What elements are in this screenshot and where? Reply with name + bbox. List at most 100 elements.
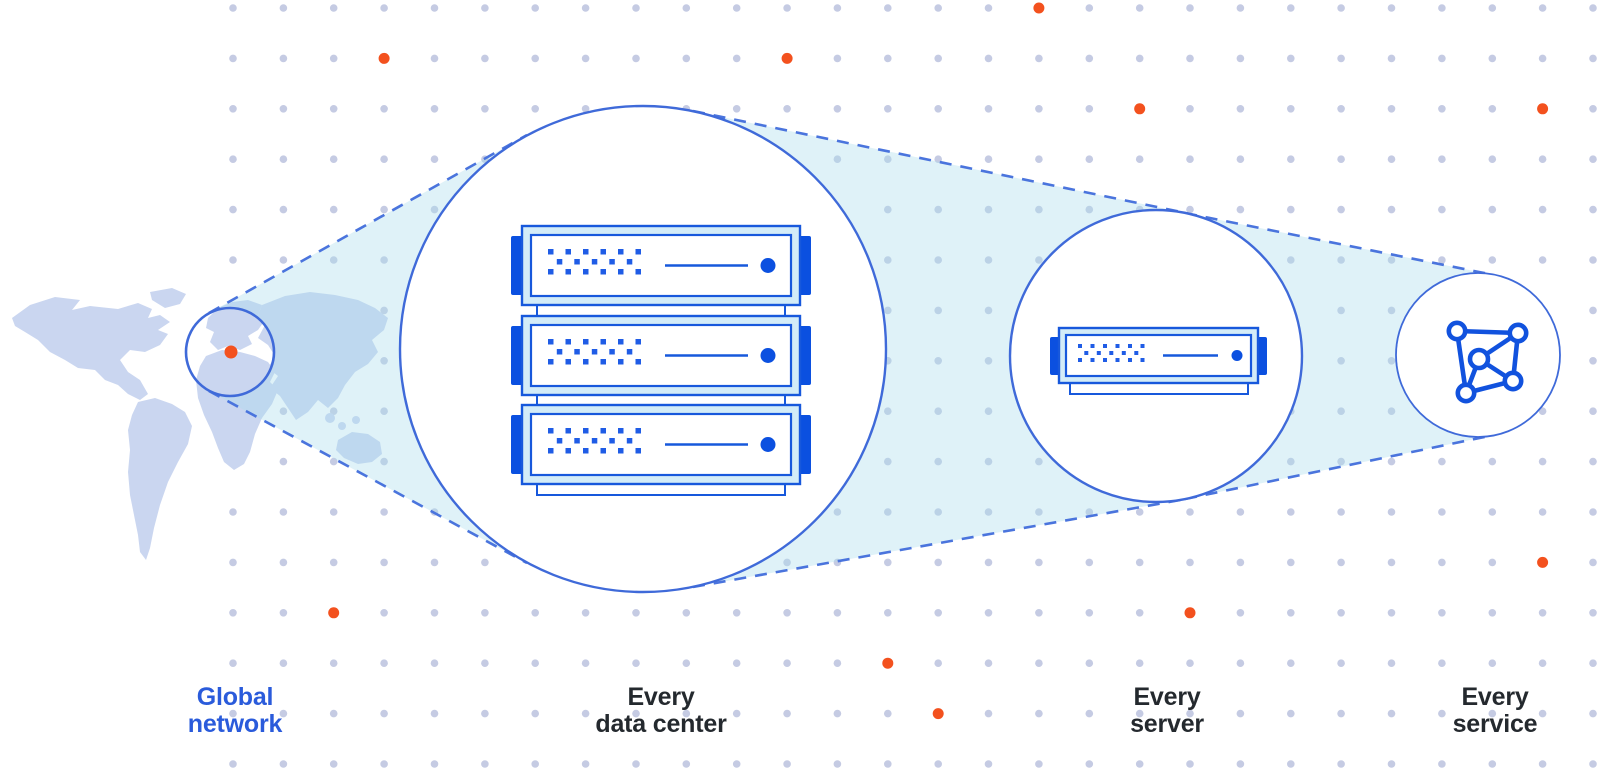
grid-dot <box>1589 407 1597 416</box>
grid-dot <box>329 54 338 63</box>
map-island <box>325 413 335 423</box>
server-side-tab <box>511 236 524 295</box>
graph-node <box>1455 382 1477 404</box>
grid-dot <box>1488 609 1497 617</box>
matrix-dot <box>618 249 624 255</box>
matrix-dot <box>600 448 606 454</box>
grid-dot <box>632 4 640 12</box>
server-tray <box>1069 382 1249 395</box>
grid-dot <box>229 659 237 667</box>
grid-dot <box>1135 155 1144 163</box>
grid-dot <box>1387 357 1396 365</box>
grid-dot <box>934 508 942 516</box>
accent-dot <box>1184 607 1196 619</box>
grid-dot <box>1387 54 1396 63</box>
grid-dot <box>1589 709 1597 718</box>
grid-dot <box>279 4 288 12</box>
grid-dot <box>833 508 842 516</box>
grid-dot <box>732 4 741 12</box>
grid-dot <box>229 256 237 264</box>
grid-dot <box>1186 4 1194 12</box>
matrix-dot <box>583 249 589 255</box>
grid-dot <box>229 760 237 768</box>
grid-dot <box>1287 709 1295 718</box>
grid-dot <box>1589 205 1597 214</box>
grid-dot <box>329 155 338 163</box>
grid-dot <box>682 609 691 617</box>
grid-dot <box>329 709 338 718</box>
matrix-dot <box>565 269 571 275</box>
grid-dot <box>1589 357 1597 365</box>
grid-dot <box>934 357 942 365</box>
matrix-dot <box>600 339 606 345</box>
grid-dot <box>984 609 993 617</box>
matrix-dot <box>600 359 606 365</box>
map-north-america <box>12 297 170 400</box>
matrix-dot <box>583 359 589 365</box>
map-island <box>338 422 346 430</box>
grid-dot <box>934 4 942 12</box>
grid-dot <box>984 659 993 667</box>
grid-dot <box>531 609 539 617</box>
grid-dot <box>1236 609 1245 617</box>
grid-dot <box>581 609 590 617</box>
grid-dot <box>984 709 993 718</box>
matrix-dot <box>600 269 606 275</box>
grid-dot <box>1085 558 1094 567</box>
accent-dot <box>378 52 390 64</box>
server-unit <box>511 403 811 486</box>
grid-dot <box>1035 659 1043 667</box>
grid-dot <box>833 709 842 718</box>
grid-dot <box>1287 54 1295 63</box>
grid-dot <box>1387 205 1396 214</box>
grid-dot <box>481 760 489 768</box>
grid-dot <box>329 508 338 516</box>
grid-dot <box>430 558 439 567</box>
grid-dot <box>1438 457 1446 466</box>
grid-dot <box>380 760 388 768</box>
matrix-dot <box>548 339 554 345</box>
grid-dot <box>1337 256 1345 264</box>
grid-dot <box>1488 4 1497 12</box>
grid-dot <box>1589 457 1597 466</box>
grid-dot <box>632 609 640 617</box>
grid-dot <box>984 155 993 163</box>
grid-dot <box>884 306 892 315</box>
grid-dot <box>984 306 993 315</box>
grid-dot <box>1387 306 1396 315</box>
grid-dot <box>1488 760 1497 768</box>
grid-dot <box>229 54 237 63</box>
grid-dot <box>1287 558 1295 567</box>
grid-dot <box>884 256 892 264</box>
grid-dot <box>380 155 388 163</box>
grid-dot <box>1135 54 1144 63</box>
server-side-tab <box>511 415 524 474</box>
grid-dot <box>1387 4 1396 12</box>
grid-dot <box>279 407 288 416</box>
grid-dot <box>380 4 388 12</box>
matrix-dot <box>618 269 624 275</box>
grid-dot <box>1035 54 1043 63</box>
grid-dot <box>1186 709 1194 718</box>
matrix-dot <box>626 349 633 355</box>
grid-dot <box>884 709 892 718</box>
matrix-dot <box>1121 351 1126 355</box>
grid-dot <box>1538 205 1547 214</box>
grid-dot <box>1438 256 1446 264</box>
network-graph-icon <box>1446 320 1529 404</box>
grid-dot <box>581 4 590 12</box>
grid-dot <box>632 709 640 718</box>
matrix-dot <box>1103 344 1107 348</box>
grid-dot <box>1035 760 1043 768</box>
matrix-dot <box>609 349 615 355</box>
grid-dot <box>1589 4 1597 12</box>
grid-dot <box>1186 558 1194 567</box>
grid-dot <box>984 256 993 264</box>
matrix-dot <box>1115 358 1120 362</box>
grid-dot <box>1488 508 1497 516</box>
grid-dot <box>1035 256 1043 264</box>
dashed-line <box>1184 433 1495 501</box>
grid-dot <box>481 558 489 567</box>
